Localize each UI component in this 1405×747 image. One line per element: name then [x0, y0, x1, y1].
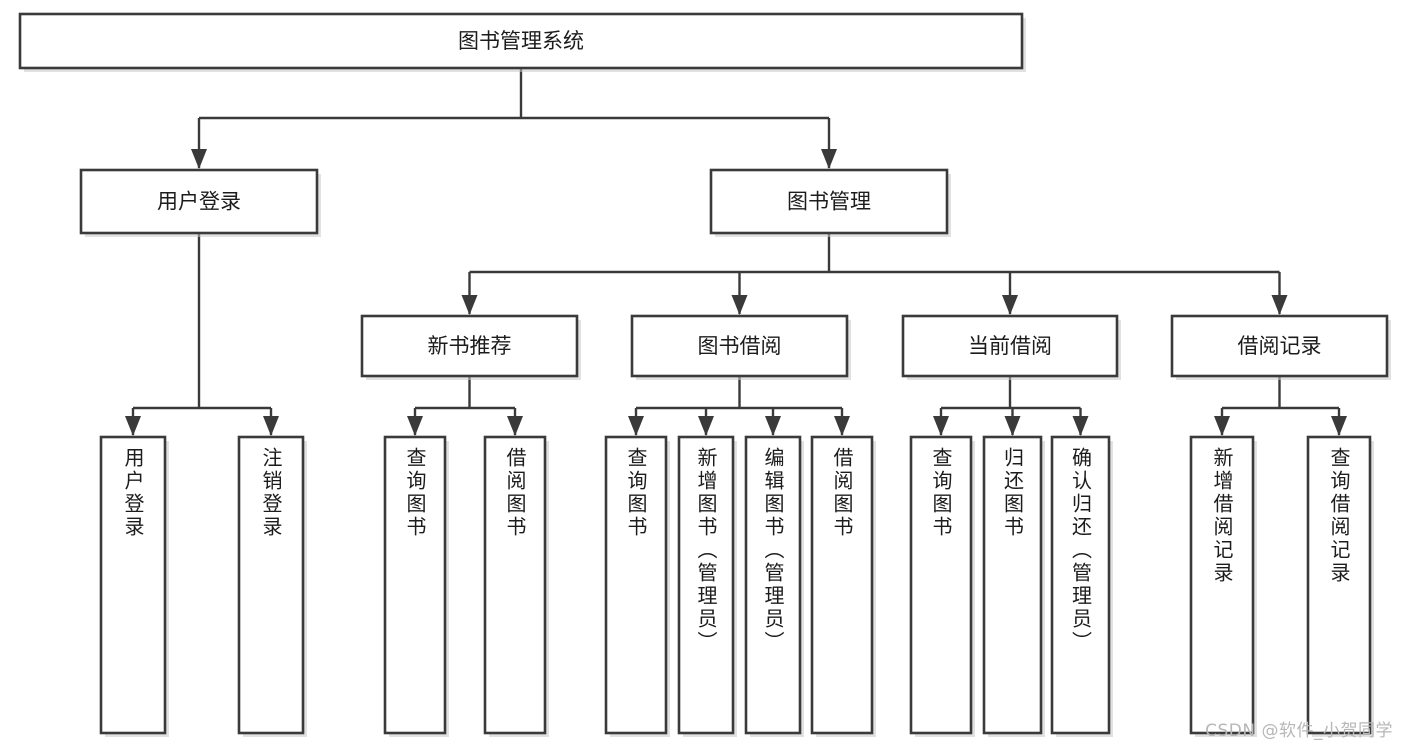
node-借阅记录-label: 借阅记录 — [1238, 334, 1322, 358]
arrow-head-icon — [1271, 295, 1288, 315]
node-借阅图书-box[interactable] — [483, 435, 547, 735]
node-用户登录-box[interactable] — [99, 435, 167, 735]
node-查询图书-box[interactable] — [383, 435, 447, 735]
csdn-watermark: CSDN @软件_小贺同学 — [1205, 721, 1393, 741]
arrow-head-icon — [933, 416, 949, 436]
arrow-head-icon — [1331, 416, 1347, 436]
node-图书管理系统-label: 图书管理系统 — [458, 29, 584, 53]
node-当前借阅-label: 当前借阅 — [968, 334, 1052, 358]
arrow-head-icon — [765, 416, 781, 436]
node-图书借阅-label: 图书借阅 — [698, 334, 782, 358]
node-注销登录-box[interactable] — [237, 435, 305, 735]
node-图书借阅-box[interactable] — [630, 314, 849, 378]
node-确认归还管理员-box[interactable] — [1050, 435, 1111, 735]
node-查询图书-box[interactable] — [909, 435, 973, 735]
node-用户登录-box[interactable] — [79, 168, 319, 235]
arrow-head-icon — [263, 416, 279, 436]
arrow-head-icon — [507, 416, 523, 436]
arrow-head-icon — [1002, 295, 1018, 315]
arrow-head-icon — [125, 416, 141, 436]
node-图书管理-box[interactable] — [709, 168, 949, 235]
arrow-head-icon — [821, 149, 837, 169]
node-用户登录-label: 用户登录 — [157, 190, 241, 214]
node-新增图书管理员-box[interactable] — [677, 435, 735, 735]
arrow-head-icon — [731, 295, 748, 315]
arrow-head-icon — [191, 149, 207, 169]
node-当前借阅-box[interactable] — [901, 314, 1119, 378]
connectors-layer — [125, 68, 1347, 436]
arrow-head-icon — [1072, 416, 1089, 436]
boxes-layer — [18, 12, 1391, 737]
node-归还图书-box[interactable] — [982, 435, 1043, 735]
arrow-head-icon — [461, 295, 478, 315]
arrow-head-icon — [407, 416, 423, 436]
node-查询图书-box[interactable] — [604, 435, 668, 735]
arrow-head-icon — [1004, 416, 1021, 436]
node-新书推荐-label: 新书推荐 — [428, 334, 512, 358]
node-图书管理系统-box[interactable] — [18, 12, 1024, 70]
arrow-head-icon — [834, 416, 850, 436]
node-新书推荐-box[interactable] — [360, 314, 579, 378]
node-借阅图书-box[interactable] — [810, 435, 874, 735]
node-新增借阅记录-box[interactable] — [1189, 435, 1255, 735]
node-图书管理-label: 图书管理 — [787, 190, 871, 214]
node-借阅记录-box[interactable] — [1170, 314, 1389, 378]
arrow-head-icon — [628, 416, 644, 436]
node-查询借阅记录-box[interactable] — [1306, 435, 1372, 735]
arrow-head-icon — [1214, 416, 1230, 436]
node-编辑图书管理员-box[interactable] — [744, 435, 802, 735]
arrow-head-icon — [698, 416, 714, 436]
